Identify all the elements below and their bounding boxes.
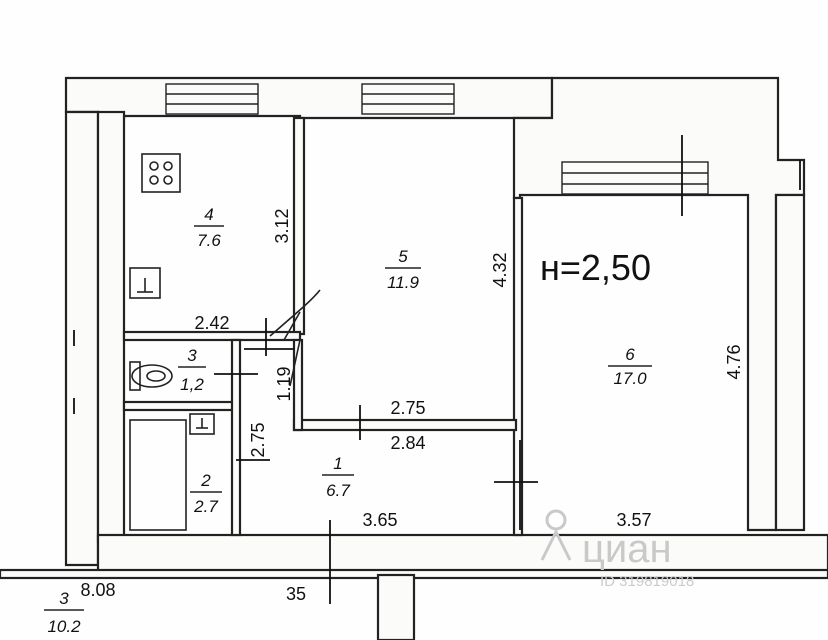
stove-icon <box>141 153 181 193</box>
room-area-neighbour: 10.2 <box>47 617 81 636</box>
dim-kitchen-height: 3.12 <box>272 208 292 243</box>
room-area-4: 7.6 <box>197 231 221 250</box>
window-room5 <box>361 83 455 115</box>
dim-room6-height: 4.76 <box>724 344 744 379</box>
room-number-neighbour: 3 <box>59 589 69 608</box>
windows <box>73 83 801 414</box>
walls <box>0 76 828 640</box>
dim-wc-height: 1.19 <box>274 366 294 401</box>
watermark: циан ID 319819018 <box>540 509 694 590</box>
dimension-ticks <box>214 311 538 604</box>
dim-kitchen-width: 2.42 <box>194 313 229 333</box>
dim-room6-width: 3.57 <box>616 510 651 530</box>
watermark-logo-icon <box>540 509 572 561</box>
door-swing <box>269 289 321 337</box>
room-number-3: 3 <box>187 346 197 365</box>
room-number-6: 6 <box>625 345 635 364</box>
room-labels: 4 7.6 5 11.9 6 17.0 3 1,2 2 2.7 1 6.7 3 … <box>44 205 652 636</box>
sink-icon <box>129 267 161 299</box>
dimension-labels: 3.12 2.42 4.32 2.75 2.84 3.65 3.57 4.76 … <box>80 208 744 604</box>
dim-room5-width: 2.75 <box>390 398 425 418</box>
room-number-4: 4 <box>204 205 213 224</box>
room-area-2: 2.7 <box>193 497 218 516</box>
dim-hall-height: 2.75 <box>248 422 268 457</box>
dim-hall-lower-width: 3.65 <box>362 510 397 530</box>
window-room6 <box>561 135 709 216</box>
room-area-3: 1,2 <box>180 375 204 394</box>
room-area-5: 11.9 <box>387 273 419 292</box>
dim-hall-upper-width: 2.84 <box>390 433 425 453</box>
watermark-brand: циан <box>582 527 672 571</box>
washbasin-icon <box>189 413 215 435</box>
watermark-id: ID 319819018 <box>600 573 694 590</box>
room-number-2: 2 <box>200 471 211 490</box>
room-number-5: 5 <box>398 247 408 266</box>
room-area-6: 17.0 <box>613 369 647 388</box>
dim-neighbour: 8.08 <box>80 580 115 600</box>
bathtub-icon <box>129 419 187 531</box>
room-area-1: 6.7 <box>326 481 350 500</box>
toilet-icon <box>129 361 173 391</box>
ceiling-height-label: н=2,50 <box>540 247 651 288</box>
room-number-1: 1 <box>333 454 342 473</box>
flat-number: 35 <box>286 584 306 604</box>
dim-room5-height: 4.32 <box>490 252 510 287</box>
window-kitchen <box>165 83 259 115</box>
